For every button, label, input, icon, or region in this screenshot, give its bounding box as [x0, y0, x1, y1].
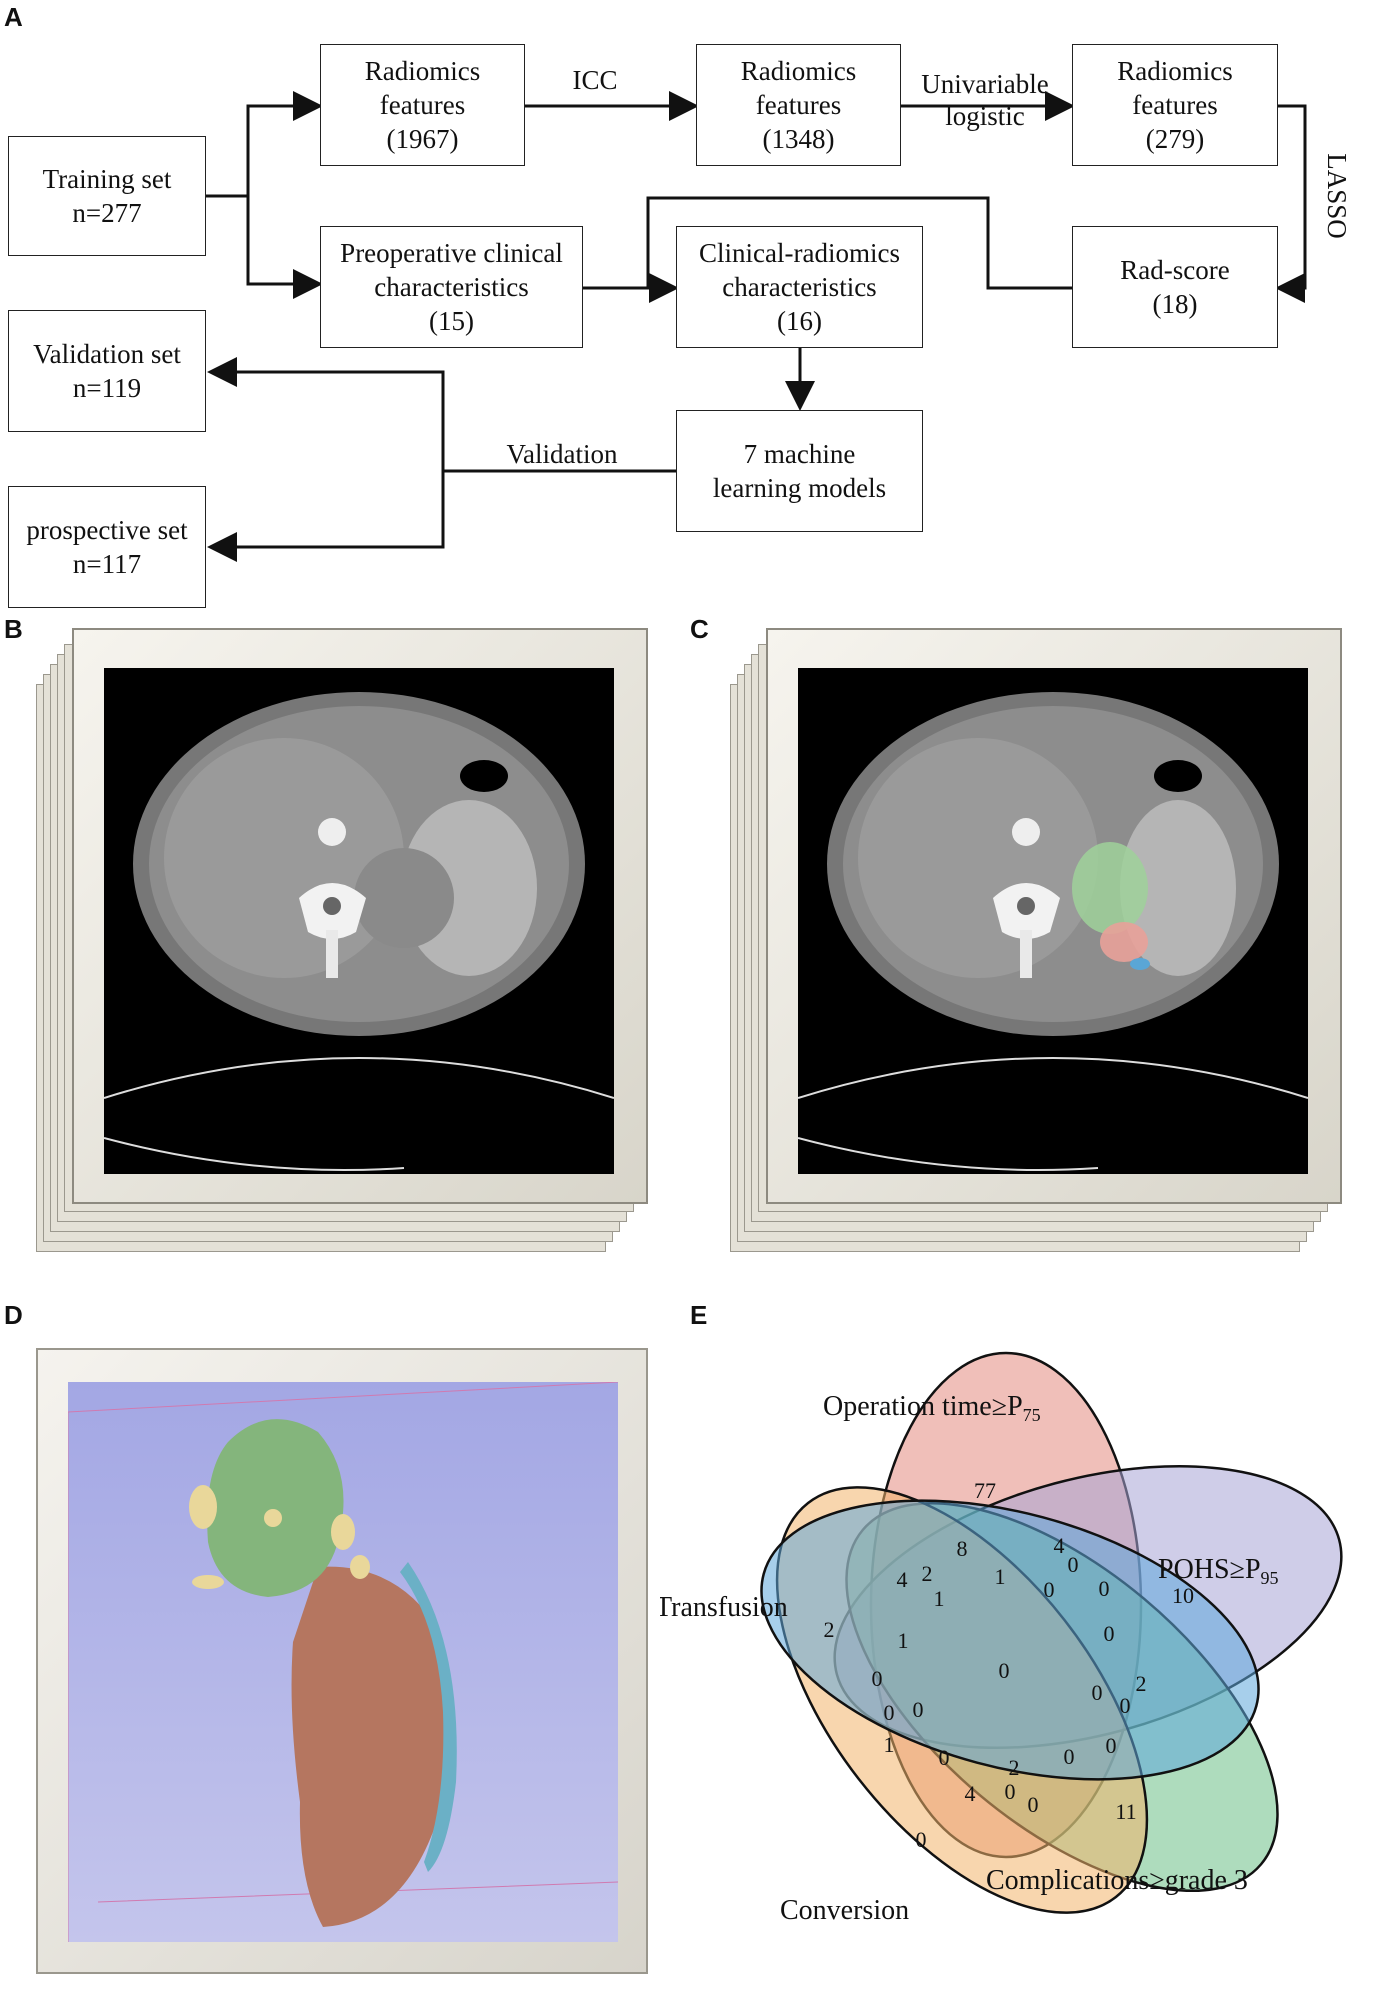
roi-tumor-red	[1100, 922, 1148, 962]
edge-label-icc: ICC	[572, 65, 618, 95]
venn-count: 0	[1092, 1680, 1103, 1705]
edge-label-lasso: LASSO	[1322, 153, 1352, 239]
venn-count: 0	[1106, 1733, 1117, 1758]
venn-count: 0	[1120, 1693, 1131, 1718]
venn-count: 1	[995, 1564, 1006, 1589]
ml-models-box: 7 machine learning models	[676, 410, 923, 532]
flowchart-connectors	[206, 91, 1307, 562]
venn-count: 1	[898, 1628, 909, 1653]
edge-label-validation: Validation	[506, 439, 618, 469]
venn-count: 0	[999, 1658, 1010, 1683]
validation-set-box: Validation set n=119	[8, 310, 206, 432]
venn-count: 2	[1136, 1671, 1147, 1696]
training-set-box: Training set n=277	[8, 136, 206, 256]
clinical-radiomics-box: Clinical-radiomics characteristics (16)	[676, 226, 923, 348]
venn-count: 11	[1115, 1799, 1136, 1824]
venn-count: 0	[1064, 1744, 1075, 1769]
edge-label-univariable: Univariable logistic	[921, 69, 1049, 131]
venn-count: 0	[939, 1745, 950, 1770]
panel-c-label: C	[690, 614, 709, 644]
venn-count: 0	[1068, 1552, 1079, 1577]
venn-count: 4	[897, 1567, 908, 1592]
panel-a-label: A	[4, 2, 23, 32]
venn-label-conversion: Conversion	[780, 1895, 909, 1926]
venn-count: 0	[1028, 1792, 1039, 1817]
spleen-model	[291, 1566, 453, 1927]
roi-vessel-blue	[1130, 958, 1150, 970]
venn-count: 0	[1104, 1621, 1115, 1646]
venn-count: 4	[1054, 1533, 1065, 1558]
venn-label-transfusion: Transfusion	[660, 1592, 788, 1623]
venn-count: 0	[913, 1697, 924, 1722]
venn-count: 0	[1044, 1577, 1055, 1602]
3d-rendering	[68, 1382, 618, 1942]
venn-count: 0	[884, 1700, 895, 1725]
venn-count: 0	[1099, 1576, 1110, 1601]
venn-count: 77	[974, 1478, 996, 1503]
segmented-ct-slice-stack	[730, 628, 1370, 1268]
tumor-model	[207, 1419, 344, 1597]
rad-score-box: Rad-score (18)	[1072, 226, 1278, 348]
vessel-model	[400, 1562, 457, 1872]
venn-diagram: Operation time≥P75 POHS≥P95 Transfusion …	[660, 1351, 1343, 1926]
prospective-set-box: prospective set n=117	[8, 486, 206, 608]
venn-count: 0	[1005, 1779, 1016, 1804]
venn-count: 2	[922, 1561, 933, 1586]
panel-d-label: D	[4, 1300, 23, 1330]
roi-tumor-green	[1072, 842, 1148, 934]
venn-count: 0	[872, 1666, 883, 1691]
venn-count: 10	[1172, 1583, 1194, 1608]
venn-count: 4	[965, 1781, 976, 1806]
venn-label-complications: Complications≥grade 3	[986, 1865, 1248, 1896]
radiomics-features-1967-box: Radiomics features (1967)	[320, 44, 525, 166]
venn-count: 2	[1009, 1755, 1020, 1780]
venn-count: 8	[957, 1536, 968, 1561]
radiomics-features-279-box: Radiomics features (279)	[1072, 44, 1278, 166]
preoperative-clinical-box: Preoperative clinical characteristics (1…	[320, 226, 583, 348]
venn-count: 2	[824, 1617, 835, 1642]
ct-image	[104, 668, 614, 1174]
venn-set-transfusion	[760, 1499, 1260, 1781]
panel-b-label: B	[4, 614, 23, 644]
ct-slice-stack	[36, 628, 676, 1268]
radiomics-features-1348-box: Radiomics features (1348)	[696, 44, 901, 166]
venn-label-pohs: POHS≥P95	[1158, 1554, 1279, 1588]
venn-count: 1	[934, 1586, 945, 1611]
panel-e-label: E	[690, 1300, 708, 1330]
venn-label-operation-time: Operation time≥P75	[823, 1391, 1041, 1425]
venn-count: 0	[916, 1827, 927, 1852]
lymph-node	[189, 1485, 217, 1529]
render-frame	[36, 1348, 648, 1974]
venn-count: 1	[884, 1732, 895, 1757]
segmented-ct-image	[798, 668, 1308, 1174]
